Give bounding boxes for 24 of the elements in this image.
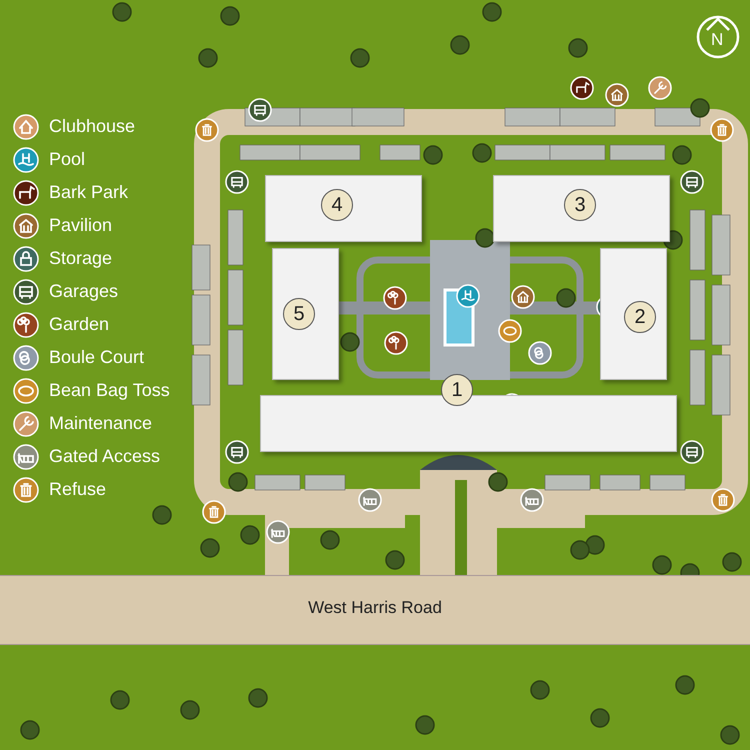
legend-label: Maintenance xyxy=(49,413,152,434)
legend-label: Boule Court xyxy=(49,347,144,368)
legend-label: Clubhouse xyxy=(49,116,136,137)
building-number: 4 xyxy=(321,189,353,221)
legend-label: Bean Bag Toss xyxy=(49,380,170,401)
legend-label: Garages xyxy=(49,281,118,302)
building xyxy=(493,175,670,242)
building xyxy=(600,248,667,380)
building xyxy=(265,175,422,242)
legend-label: Bark Park xyxy=(49,182,128,203)
legend-label: Pool xyxy=(49,149,86,170)
north-label: N xyxy=(711,30,724,50)
legend-label: Pavilion xyxy=(49,215,112,236)
legend-label: Storage xyxy=(49,248,112,269)
building-number: 2 xyxy=(624,301,656,333)
building xyxy=(272,248,339,380)
legend-label: Refuse xyxy=(49,479,106,500)
building-number: 1 xyxy=(441,374,473,406)
building-number: 3 xyxy=(564,189,596,221)
road-name: West Harris Road xyxy=(307,598,443,618)
road xyxy=(0,575,750,645)
legend-label: Garden xyxy=(49,314,110,335)
legend-label: Gated Access xyxy=(49,446,160,467)
building-number: 5 xyxy=(283,298,315,330)
